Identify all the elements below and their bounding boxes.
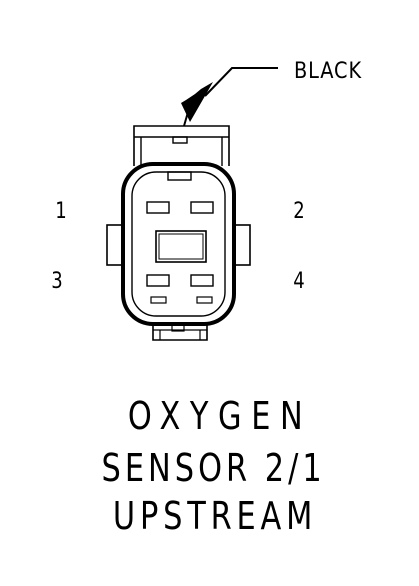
pin-number-2: 2 — [293, 197, 304, 223]
main-shell — [121, 162, 236, 326]
wire-color-label: BLACK — [294, 58, 362, 83]
caption-text-2: SENSOR 2/1 — [101, 446, 327, 490]
cavity-3 — [146, 274, 170, 287]
cavity-2 — [190, 201, 214, 214]
caption-line-3: UPSTREAM — [0, 497, 419, 535]
top-latch — [133, 125, 230, 166]
pin-number-1: 1 — [55, 197, 66, 223]
leader-arrowhead — [181, 82, 213, 122]
leader-line — [204, 67, 278, 97]
cavity-4 — [190, 274, 214, 287]
key-tab — [167, 171, 192, 181]
shell-inner — [131, 171, 226, 317]
caption-text-1: OXYGEN — [128, 394, 313, 438]
center-cavity — [155, 230, 207, 263]
slot-right — [196, 296, 213, 304]
caption-text-3: UPSTREAM — [112, 494, 317, 538]
connector-housing — [106, 125, 251, 341]
leader-tip — [183, 111, 189, 127]
center-cavity-inner — [158, 233, 204, 260]
slot-left — [150, 296, 167, 304]
pin-number-4: 4 — [293, 267, 304, 293]
caption-line-2: SENSOR 2/1 — [0, 449, 419, 487]
pin-number-3: 3 — [51, 267, 62, 293]
wire-callout: BLACK — [181, 58, 362, 127]
cavity-1 — [146, 201, 170, 214]
bottom-lock — [152, 324, 208, 341]
caption-line-1: OXYGEN — [0, 397, 419, 435]
